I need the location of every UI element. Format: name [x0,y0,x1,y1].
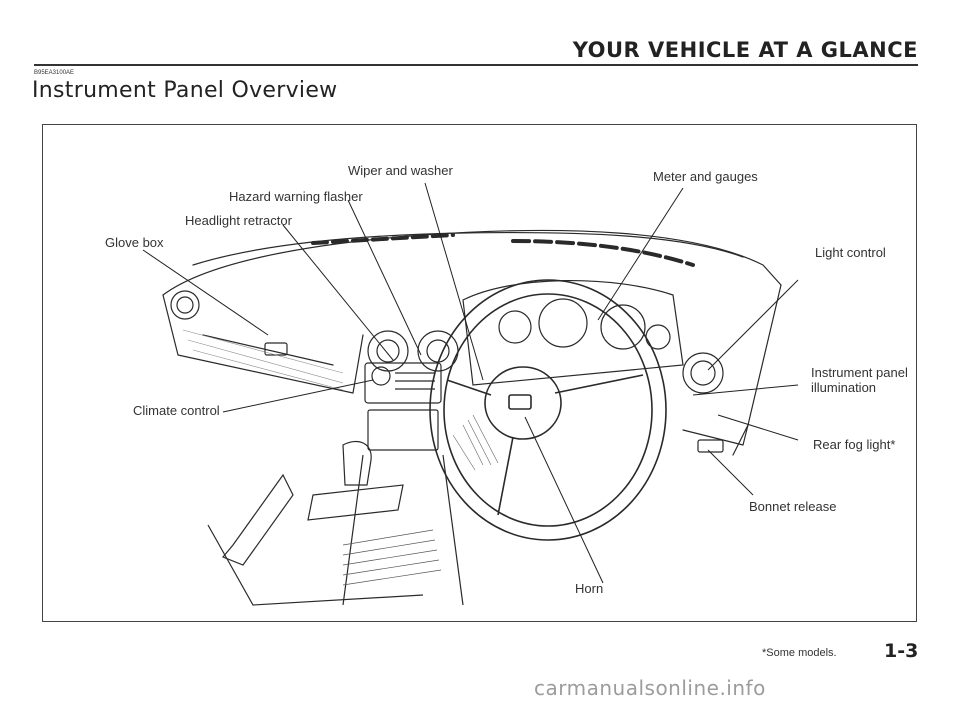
header-rule [34,64,918,66]
callout-meter-and-gauges: Meter and gauges [653,169,758,184]
dashboard-right-edge [732,284,782,456]
rearfog-leader [717,414,799,441]
right-air-vent-inner [690,360,716,386]
center-vent-left-inner [376,339,400,363]
callout-horn: Horn [575,581,604,596]
left-air-vent [170,290,200,320]
dashboard-vent-strip-right [511,239,695,267]
glovebox-leader [142,249,269,336]
callout-instrument-panel-illumination-line1: Instrument panel [811,365,908,380]
callout-instrument-panel-illumination-line2: illumination [811,380,877,395]
steering-wheel-rim [429,279,667,541]
gauge-tachometer [538,298,588,348]
hazard-leader [347,199,422,356]
callout-wiper-and-washer: Wiper and washer [348,163,453,178]
center-console-sides [342,454,464,606]
steering-wheel-hub [484,366,562,440]
illumination-leader [692,384,799,396]
lower-right-panel [682,424,749,446]
center-vent-right-inner [426,339,450,363]
footnote: *Some models. [762,647,837,659]
glovebox-panel [162,294,364,394]
callout-light-control: Light control [815,245,886,260]
meter-cluster-hood [462,279,684,386]
callout-climate-control: Climate control [133,403,220,418]
bonnet-leader [707,449,754,496]
glovebox-line [202,334,334,366]
bonnet-release-lever [697,439,724,453]
callout-glove-box: Glove box [105,235,164,250]
steering-wheel-rim-inner [443,293,653,527]
right-air-vent [682,352,724,394]
shift-boot-base [307,484,404,521]
instrument-panel-illustration [142,182,799,606]
left-air-vent-inner [176,296,194,314]
callout-hazard-warning-flasher: Hazard warning flasher [229,189,363,204]
watermark-text: carmanualsonline.info [534,676,766,700]
horn-leader [524,416,604,584]
dashboard-rim [192,231,744,266]
wiper-leader [424,182,484,381]
steering-wheel-spokes [446,374,644,516]
callout-headlight-retractor: Headlight retractor [185,213,292,228]
glovebox-shading [182,329,344,391]
floor-shading [342,529,442,586]
console-tunnel [207,524,424,606]
gauge-speedometer [600,304,646,350]
shift-knob [342,440,372,486]
headlight-leader [282,224,394,361]
radio-slot [367,409,439,451]
column-shading [452,414,499,471]
callout-bonnet-release: Bonnet release [749,499,837,514]
page-number: 1-3 [884,640,919,662]
dashboard-vent-strip [311,233,455,245]
section-title: YOUR VEHICLE AT A GLANCE [572,38,918,62]
climate-leader [222,379,374,413]
light-leader [707,279,799,371]
instrument-panel-figure: Wiper and washer Meter and gauges Hazard… [42,124,917,622]
document-code: B95EA3100AE [34,70,75,76]
page-title: Instrument Panel Overview [32,78,338,103]
climate-knob [371,366,391,386]
handbrake-lever [222,473,294,566]
climate-sliders [395,372,435,390]
horn-pad [508,394,532,410]
callout-rear-fog-light: Rear fog light* [813,437,896,452]
climate-control-panel [364,362,442,404]
gauge-left [498,310,532,344]
meter-leader [597,187,684,321]
callout-instrument-panel-illumination: Instrument panel illumination [811,365,908,395]
